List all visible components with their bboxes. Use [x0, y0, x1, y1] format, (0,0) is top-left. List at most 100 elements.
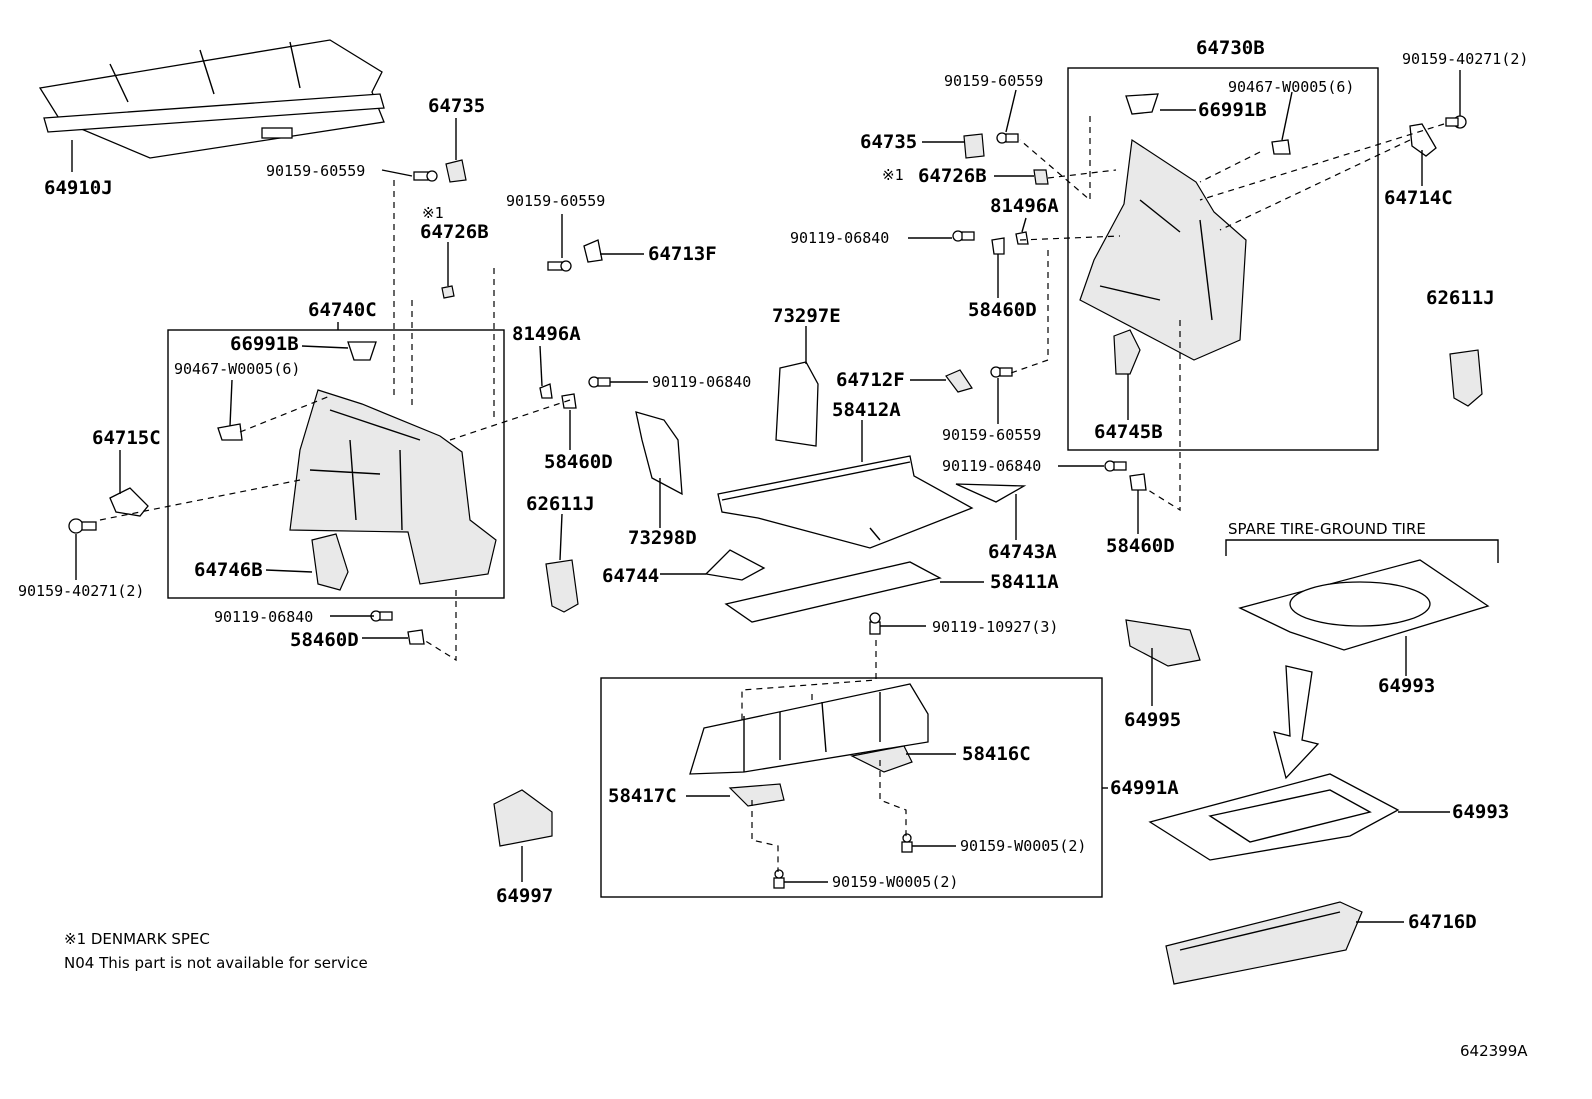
pad-64744 — [704, 549, 766, 581]
bolt-90119-06840-right — [952, 230, 975, 242]
label-62611J-left: 62611J — [526, 493, 595, 515]
label-58460D-bottom: 58460D — [290, 629, 359, 651]
label-64995: 64995 — [1124, 709, 1181, 731]
label-64726B-right-mark: ※1 — [882, 166, 904, 184]
clip-64726B-left — [441, 285, 455, 299]
label-90119-06840-d: 90119-06840 — [942, 457, 1041, 475]
box-64997 — [493, 789, 553, 847]
label-58416C: 58416C — [962, 743, 1031, 765]
cup-66991B-right — [1125, 93, 1159, 115]
panel-73298D — [635, 411, 683, 496]
label-90119-06840-b: 90119-06840 — [214, 608, 313, 626]
bolt-90159-60559-left — [413, 170, 438, 182]
label-90467-left: 90467-W0005(6) — [174, 360, 300, 378]
pad-64743A — [955, 483, 1027, 503]
label-90159-60559-b: 90159-60559 — [506, 192, 605, 210]
spare-tire-board-lower — [1148, 773, 1400, 861]
label-64726B-left: 64726B — [420, 221, 489, 243]
label-58460D-right: 58460D — [968, 299, 1037, 321]
label-64993-lower: 64993 — [1452, 801, 1509, 823]
label-90467-right: 90467-W0005(6) — [1228, 78, 1354, 96]
bracket-64715C — [109, 487, 149, 517]
label-90159-60559-a: 90159-60559 — [266, 162, 365, 180]
group-box-64740C — [167, 329, 505, 599]
dashed-guides — [99, 116, 1445, 872]
label-81496A-right: 81496A — [990, 195, 1059, 217]
pad-62611J-left — [545, 559, 579, 613]
label-64714C: 64714C — [1384, 187, 1453, 209]
clip-64712F — [945, 369, 973, 393]
label-58460D-right-lower: 58460D — [1106, 535, 1175, 557]
label-90119-06840-a: 90119-06840 — [652, 373, 751, 391]
label-64910J: 64910J — [44, 177, 113, 199]
cup-66991B-left — [347, 341, 377, 361]
bolt-90159-W0005-lower — [773, 869, 785, 889]
left-quarter-trim-part — [289, 389, 497, 585]
clip-81496A-right — [1015, 231, 1029, 245]
label-64740C: 64740C — [308, 299, 377, 321]
nut-58460D-left — [561, 393, 577, 409]
panel-73297E — [775, 361, 819, 447]
label-66991B-right: 66991B — [1198, 99, 1267, 121]
label-64713F: 64713F — [648, 243, 717, 265]
label-58460D-left: 58460D — [544, 451, 613, 473]
bolt-90159-60559-right-top — [996, 132, 1019, 144]
label-64712F: 64712F — [836, 369, 905, 391]
label-64726B-left-mark: ※1 — [422, 204, 444, 222]
group-box-64730B — [1067, 67, 1379, 451]
bolt-90119-06840-left — [588, 376, 611, 388]
label-90159-40271-left: 90159-40271(2) — [18, 582, 144, 600]
bolt-90119-06840-right-lower — [1104, 460, 1127, 472]
label-64716D: 64716D — [1408, 911, 1477, 933]
bracket-58416C — [850, 745, 913, 773]
service-note: N04 This part is not available for servi… — [64, 954, 368, 972]
bolt-90159-40271-right — [1445, 115, 1467, 129]
label-64735-left: 64735 — [428, 95, 485, 117]
label-81496A-left: 81496A — [512, 323, 581, 345]
cover-64746B — [311, 533, 349, 591]
label-64735-right: 64735 — [860, 131, 917, 153]
right-quarter-trim-part — [1079, 138, 1247, 361]
spare-tire-bracket — [1225, 539, 1499, 563]
floor-board-58412A — [717, 455, 974, 549]
label-90159-40271-right: 90159-40271(2) — [1402, 50, 1528, 68]
clip-81496A-left — [539, 383, 553, 399]
label-73298D: 73298D — [628, 527, 697, 549]
bracket-58417C — [728, 783, 785, 807]
bolt-90159-40271-left — [68, 518, 97, 534]
label-64730B: 64730B — [1196, 37, 1265, 59]
arrow-down-icon — [1273, 665, 1320, 780]
label-58412A: 58412A — [832, 399, 901, 421]
label-73297E: 73297E — [772, 305, 841, 327]
spec-note: ※1 DENMARK SPEC — [64, 930, 210, 948]
label-64993-upper: 64993 — [1378, 675, 1435, 697]
bolt-90159-60559-mid — [547, 260, 572, 272]
tray-64991A — [689, 683, 929, 775]
label-90159-60559-c: 90159-60559 — [944, 72, 1043, 90]
bolt-90119-10927 — [869, 612, 881, 635]
part-labels: 64910J 64735 90159-60559 ※1 64726B 90159… — [18, 37, 1528, 933]
tonneau-cover-part — [38, 39, 385, 159]
label-58411A: 58411A — [990, 571, 1059, 593]
clip-64726B-right — [1033, 169, 1049, 185]
label-90159-W0005-lower: 90159-W0005(2) — [832, 873, 958, 891]
label-64744: 64744 — [602, 565, 659, 587]
clip-90467-left — [217, 423, 243, 441]
label-62611J-right: 62611J — [1426, 287, 1495, 309]
clip-64713F — [583, 239, 603, 263]
label-58417C: 58417C — [608, 785, 677, 807]
label-90159-W0005-upper: 90159-W0005(2) — [960, 837, 1086, 855]
sill-plate-64716D — [1165, 901, 1363, 985]
label-64745B: 64745B — [1094, 421, 1163, 443]
clip-64735-left — [445, 159, 467, 183]
leader-lines — [71, 70, 1461, 923]
box-64995 — [1125, 619, 1201, 667]
nut-58460D-right — [991, 237, 1005, 255]
bolt-90119-06840-bottom — [370, 610, 393, 622]
label-90119-06840-c: 90119-06840 — [790, 229, 889, 247]
figure-id: 642399A — [1460, 1042, 1528, 1060]
label-90159-60559-d: 90159-60559 — [942, 426, 1041, 444]
label-64715C: 64715C — [92, 427, 161, 449]
label-64743A: 64743A — [988, 541, 1057, 563]
